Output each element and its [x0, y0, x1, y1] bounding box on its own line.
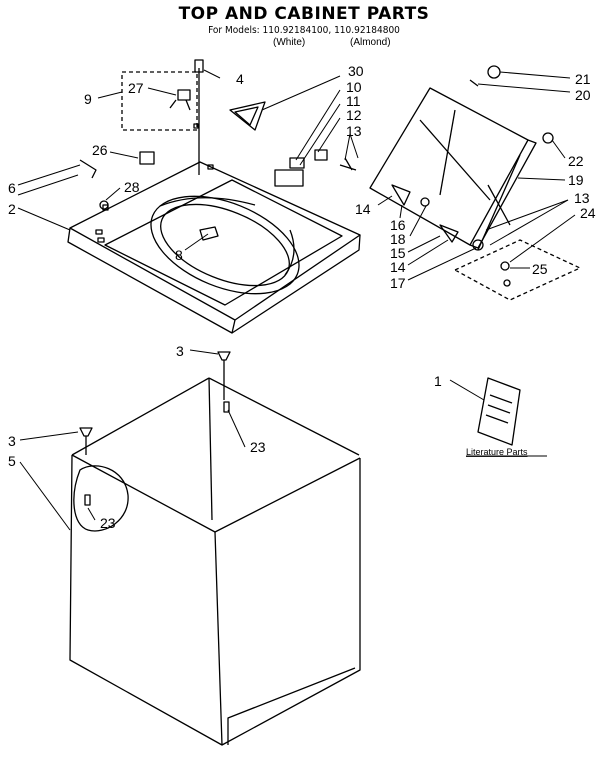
callout-13-lid: 13: [574, 190, 590, 206]
leader-lines: [17, 69, 576, 531]
callout-9: 9: [84, 91, 92, 107]
color-white-label: (White): [273, 37, 306, 48]
callout-4: 4: [236, 71, 244, 87]
callout-14-upper: 14: [355, 201, 371, 217]
model-numbers: For Models: 110.92184100, 110.92184800: [208, 25, 400, 36]
callout-5: 5: [8, 453, 16, 469]
callout-6: 6: [8, 180, 16, 196]
callout-10: 10: [346, 79, 362, 95]
callout-16: 16: [390, 217, 406, 233]
callout-11: 11: [346, 93, 361, 109]
callout-3-top: 3: [176, 343, 184, 359]
callout-13-top: 13: [346, 123, 362, 139]
color-almond-label: (Almond): [350, 37, 391, 48]
washer-lid: [369, 87, 537, 251]
callout-labels: 1 2 3 3 4 5 6 8 9 10 11 12 13 13 14 14 1…: [8, 63, 596, 531]
callout-2: 2: [8, 201, 16, 217]
callout-22: 22: [568, 153, 584, 169]
callout-15: 15: [390, 245, 406, 261]
callout-1: 1: [434, 373, 442, 389]
callout-30: 30: [348, 63, 364, 79]
callout-12: 12: [346, 107, 362, 123]
diagram-title: TOP AND CABINET PARTS: [178, 4, 430, 24]
callout-20: 20: [575, 87, 591, 103]
callout-26: 26: [92, 142, 108, 158]
callout-27: 27: [128, 80, 144, 96]
callout-18: 18: [390, 231, 406, 247]
callout-23-side: 23: [100, 515, 116, 531]
callout-24: 24: [580, 205, 596, 221]
washer-top: [67, 59, 361, 334]
callout-23-cabinet: 23: [250, 439, 266, 455]
callout-17: 17: [390, 275, 406, 291]
callout-8: 8: [175, 247, 183, 263]
washer-cabinet: [69, 351, 361, 746]
callout-3-cabinet: 3: [8, 433, 16, 449]
dashed-group-boxes: [121, 71, 581, 301]
callout-25: 25: [532, 261, 548, 277]
literature-parts-label: Literature Parts: [466, 447, 528, 457]
callout-14-lower: 14: [390, 259, 406, 275]
callout-19: 19: [568, 172, 584, 188]
callout-21: 21: [575, 71, 591, 87]
small-parts: [79, 65, 554, 446]
callout-28: 28: [124, 179, 140, 195]
